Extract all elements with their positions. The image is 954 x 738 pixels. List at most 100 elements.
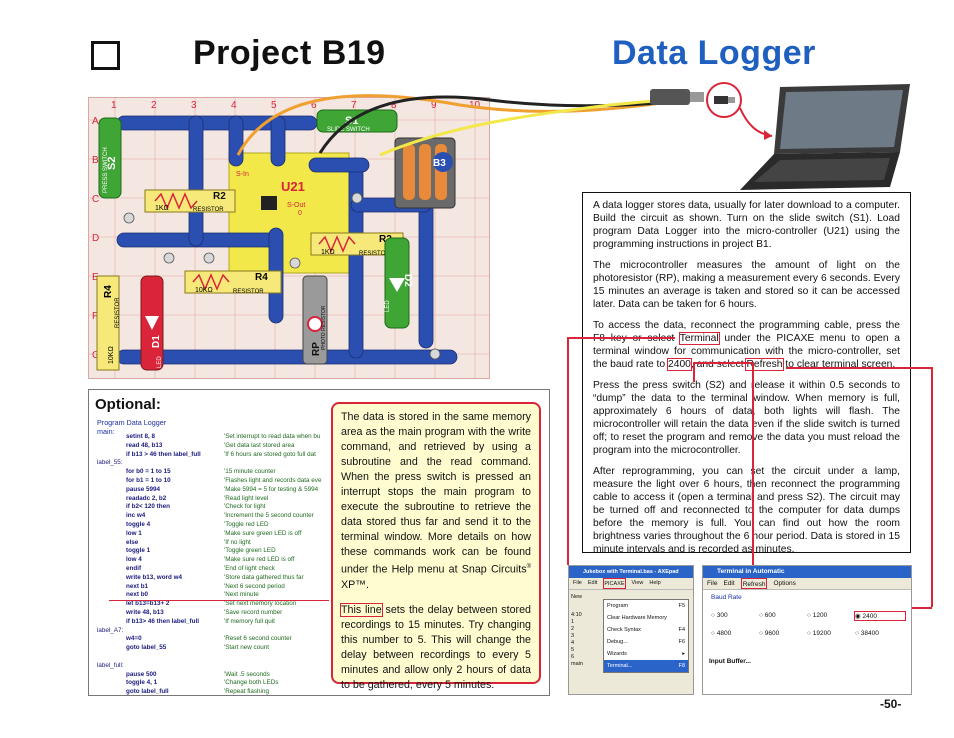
dropdown-item-wizards[interactable]: Wizards▸ [604,648,688,660]
radio-icon: ○ [711,612,715,619]
code-label [97,574,126,583]
code-comment: 'Next 6 second period [224,582,285,590]
menu-picaxe[interactable]: PICAXE [603,578,626,589]
chevron-right-icon: ▸ [682,651,685,657]
code-comment: 'Check for light [224,503,266,511]
callout-line [109,600,329,601]
code-comment: 'Make sure red LED is off [224,556,295,564]
code-line: for b1 = 1 to 10'Flashes light and recor… [97,477,321,486]
toolbar-new[interactable]: New [571,594,583,600]
menu-file[interactable]: File [707,580,718,587]
menu-options[interactable]: Options [773,580,796,587]
code-code: else [126,538,139,546]
code-comment: 'Store data gathered thus far [224,573,304,581]
radio-selected-icon: ◉ [855,613,861,620]
menu-refresh[interactable]: Refresh [740,578,768,589]
code-comment: 'Save record number [224,608,283,616]
project-checkbox[interactable] [91,41,120,70]
code-comment: 'Increment the 5 second counter [224,512,314,520]
menu-edit[interactable]: Edit [587,580,598,586]
dropdown-item-debug[interactable]: Debug...F6 [607,639,685,645]
code-comment: 'Wait .5 seconds [224,670,270,678]
programming-cable [236,89,704,157]
code-line: for b0 = 1 to 15'15 minute counter [97,468,321,477]
grid-row-label: C [92,194,99,205]
code-code: toggle 1 [126,547,151,555]
baud-radio-2400[interactable]: ◉ 2400 [854,611,906,621]
baud-radio-4800[interactable]: ○ 4800 [711,630,732,637]
terminal-titlebar: Terminal in Automatic [703,566,911,578]
callout-line [567,337,569,565]
code-code: readadc 2, b2 [126,494,167,502]
project-label: Project B19 [193,34,386,72]
menu-edit[interactable]: Edit [723,580,735,587]
code-comment: 'Toggle green LED [224,547,276,555]
code-comment: 'End of light check [224,564,275,572]
code-header: Program Data Logger main: [97,418,166,436]
code-code: if b13> 46 then label_full [126,617,199,625]
code-title: Program Data Logger [97,418,167,427]
snap-wire [308,157,370,173]
terminal-menubar: File Edit Refresh Options [703,578,911,590]
code-code: endif [126,564,142,572]
baud-radio-19200[interactable]: ○ 19200 [807,630,831,637]
code-label [97,565,126,574]
code-comment: 'If no light [224,538,251,546]
r4-mid-resistor [184,270,282,294]
baud-radio-300[interactable]: ○ 300 [711,612,728,619]
baud-radio-1200[interactable]: ○ 1200 [807,612,828,619]
dropdown-item-terminal[interactable]: Terminal...F8 [604,660,688,672]
grid-row-label: D [92,233,99,244]
code-line: if b13> 46 then label_full'If memory ful… [97,618,321,627]
usb-plug [650,89,690,105]
code-label [97,635,126,644]
r4-left-name: RESISTOR [115,297,121,328]
laptop-illustration [740,84,910,190]
terminal-screenshot: Terminal in Automatic File Edit Refresh … [702,565,912,695]
snap-dot [163,252,175,264]
code-line: let b13=b13+ 2'Set next memory location [97,600,321,609]
code-label [97,451,126,460]
radio-icon: ○ [807,630,811,637]
code-comment: 'Set interrupt to read data when bu [224,433,321,440]
b3-label: B3 [433,158,446,169]
menu-file[interactable]: File [573,580,582,586]
menu-view[interactable]: View [631,580,644,586]
description-p5: After reprogramming, you can set the cir… [593,466,900,555]
code-label [97,688,126,697]
code-code: write b13, word w4 [126,573,182,581]
menu-help[interactable]: Help [649,580,661,586]
code-code: read 48, b13 [126,441,163,449]
code-code: if b2< 120 then [126,503,170,511]
axepad-titlebar: Jukebox with Terminal.bas - AXEpad [569,566,693,578]
r4-mid-label: R4 [255,272,268,283]
snap-dot [123,212,135,224]
description-p4: Press the press switch (S2) and release … [593,380,900,456]
code-code: toggle 4 [126,520,151,528]
code-line: next b1'Next 6 second period [97,583,321,592]
r4-left-value: 10KΩ [108,346,115,364]
code-line: readadc 2, b2'Read light level [97,495,321,504]
baud-radio-600[interactable]: ○ 600 [759,612,776,619]
code-label [97,679,126,688]
grid-col-label: 10 [469,100,481,111]
code-label [97,644,126,653]
d2-name: LED [385,300,391,312]
code-line: toggle 4, 1'Change both LEDs [97,679,321,688]
code-line: label_A7: [97,627,321,636]
baud-radio-9600[interactable]: ○ 9600 [759,630,780,637]
code-comment: 'Repeat flashing [224,688,269,696]
description-p3: To access the data, reconnect the progra… [593,320,900,371]
code-comment: '15 minute counter [224,468,276,476]
grid-row-label: E [92,272,99,283]
description-p1: A data logger stores data, usually for l… [593,200,900,250]
code-comment: 'Start new count [224,644,269,652]
snap-wire [116,349,458,365]
input-buffer-label: Input Buffer... [709,658,751,665]
grid-col-label: 2 [151,100,157,111]
code-comment: 'Change both LEDs [224,679,279,687]
baud-radio-38400[interactable]: ○ 38400 [855,630,879,637]
dropdown-item-clear-memory[interactable]: Clear Hardware Memory [607,615,667,621]
